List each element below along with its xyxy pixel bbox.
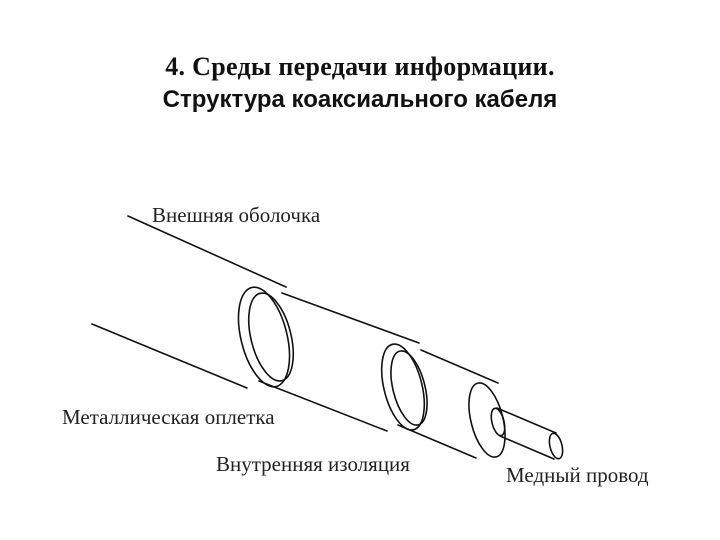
metal-braid-rim — [247, 292, 295, 382]
outer-jacket-top-edge — [127, 215, 287, 288]
copper-wire-bottom-edge — [499, 435, 555, 460]
inner-insulation-rim — [390, 350, 428, 426]
copper-wire-top-edge — [496, 407, 557, 434]
outer-jacket-bottom-edge — [91, 323, 248, 389]
inner-insulation-top-edge — [420, 349, 499, 384]
label-copper-wire: Медный провод — [506, 463, 649, 487]
metal-braid-top-edge — [281, 292, 420, 344]
title-line-subject: Структура коаксиального кабеля — [162, 86, 558, 113]
title-line-number: 4. Среды передачи информации. — [165, 52, 555, 81]
label-outer-jacket: Внешняя оболочка — [152, 203, 321, 227]
outer-jacket-end — [237, 286, 291, 388]
metal-braid-bottom-edge — [258, 380, 388, 432]
metal-braid — [247, 292, 426, 432]
inner-insulation-bottom-edge — [397, 424, 477, 459]
copper-wire — [490, 407, 564, 460]
label-metal-braid: Металлическая оплетка — [62, 405, 275, 429]
copper-wire-tip — [548, 432, 564, 460]
slide-title: 4. Среды передачи информации. Структура … — [0, 50, 720, 116]
copper-wire-base — [490, 407, 506, 437]
label-inner-insulation: Внутренняя изоляция — [216, 452, 410, 476]
metal-braid-end — [380, 343, 426, 431]
outer-jacket — [91, 215, 291, 389]
inner-insulation — [390, 349, 506, 459]
